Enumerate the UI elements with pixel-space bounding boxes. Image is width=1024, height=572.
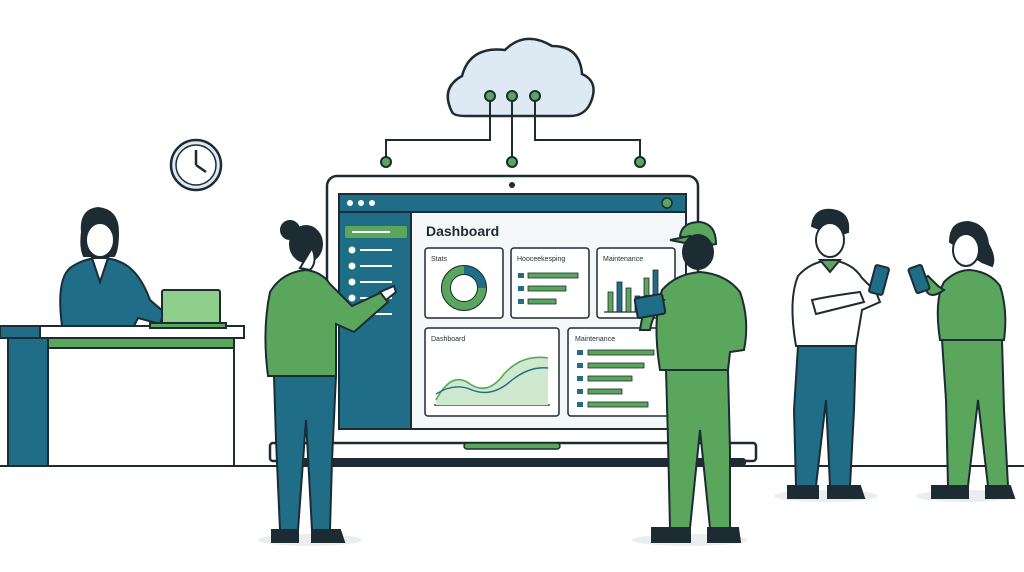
maintenance-card-bottom[interactable]: Maintenance xyxy=(567,327,676,417)
reception-desk xyxy=(0,325,245,467)
maintenance-bottom-title: Maintenance xyxy=(575,336,615,343)
window-status-dot xyxy=(661,197,673,209)
dashboard-chart-card[interactable]: Dashboard xyxy=(424,327,560,417)
maintenance-top-title: Maintenance xyxy=(603,256,643,263)
maintenance-list xyxy=(577,349,655,408)
cloud-connector-lines xyxy=(385,96,641,162)
window-dots xyxy=(347,200,375,206)
connector-nodes xyxy=(380,90,646,168)
dashboard-screen: Dashboard Stats Hooceekesping xyxy=(338,193,687,430)
stats-card[interactable]: Stats xyxy=(424,247,504,319)
technician-person xyxy=(632,220,748,546)
staff-woman-with-phone-person xyxy=(907,220,1016,502)
area-chart-icon xyxy=(434,356,550,406)
housekeeping-card-title: Hooceekesping xyxy=(517,256,565,263)
receptionist-person xyxy=(59,206,166,327)
stats-card-title: Stats xyxy=(431,256,447,263)
housekeeping-card[interactable]: Hooceekesping xyxy=(510,247,590,319)
dashboard-title: Dashboard xyxy=(426,223,499,239)
clock-icon xyxy=(169,138,223,192)
housekeeping-list xyxy=(518,272,579,305)
dashboard-chart-title: Dashboard xyxy=(431,336,465,343)
donut-chart-icon xyxy=(441,265,487,311)
woman-presenter-person xyxy=(258,220,398,546)
laptop-small xyxy=(149,289,227,329)
staff-man-with-phone-person xyxy=(774,208,890,502)
cloud-icon xyxy=(446,37,595,118)
